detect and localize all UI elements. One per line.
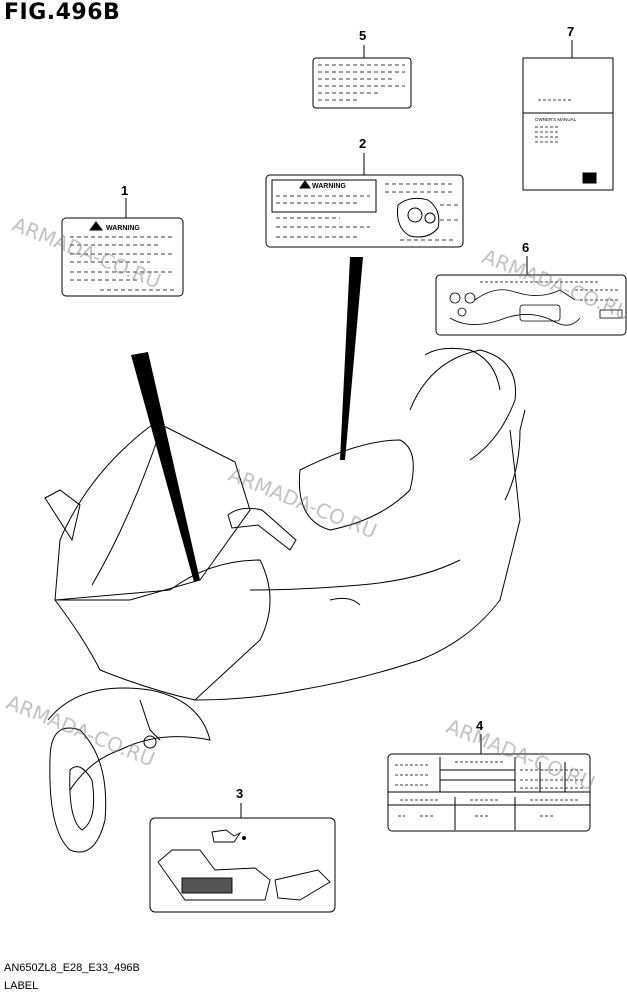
- callout-6: 6: [522, 240, 530, 255]
- callout-1: 1: [121, 183, 129, 198]
- pointer-wedge-2: [340, 257, 363, 460]
- seat-rear: [409, 349, 517, 461]
- label-7-manual-text: OWNER'S MANUAL: [535, 117, 577, 122]
- label-3-outline: [149, 817, 336, 913]
- mirror-left: [44, 489, 81, 542]
- handlebar: [227, 507, 297, 551]
- seat: [298, 439, 414, 531]
- callout-4: 4: [476, 718, 484, 733]
- front-fairing: [54, 559, 271, 701]
- label-2-warning-text: WARNING: [312, 183, 346, 190]
- label-5-outline: [312, 57, 412, 109]
- figure-title: FIG.496B: [4, 0, 121, 25]
- pointer-wedge-1: [131, 352, 200, 582]
- floor: [249, 559, 461, 591]
- label-2-engine-sketch: [397, 197, 440, 238]
- tail: [504, 409, 526, 501]
- callout-7: 7: [567, 24, 575, 39]
- callout-5: 5: [359, 28, 367, 43]
- backrest: [424, 347, 501, 391]
- body-side: [194, 429, 521, 701]
- front-fender: [47, 687, 211, 791]
- label-6-outline: [435, 274, 627, 336]
- label-1-outline: [61, 217, 184, 297]
- label-7-outline: [522, 57, 614, 191]
- callout-3: 3: [236, 786, 244, 801]
- windshield: [54, 421, 251, 601]
- label-2-warning-triangle: [299, 180, 311, 189]
- front-wheel: [49, 727, 107, 853]
- figure-name: LABEL: [4, 980, 39, 992]
- label-1-warning-text: WARNING: [106, 225, 140, 232]
- label-1-warning-triangle: [89, 221, 103, 231]
- windshield-inner: [91, 431, 161, 586]
- callout-2: 2: [359, 136, 367, 151]
- label-2-outline: [265, 174, 464, 248]
- figure-code: AN650ZL8_E28_E33_496B: [4, 962, 140, 974]
